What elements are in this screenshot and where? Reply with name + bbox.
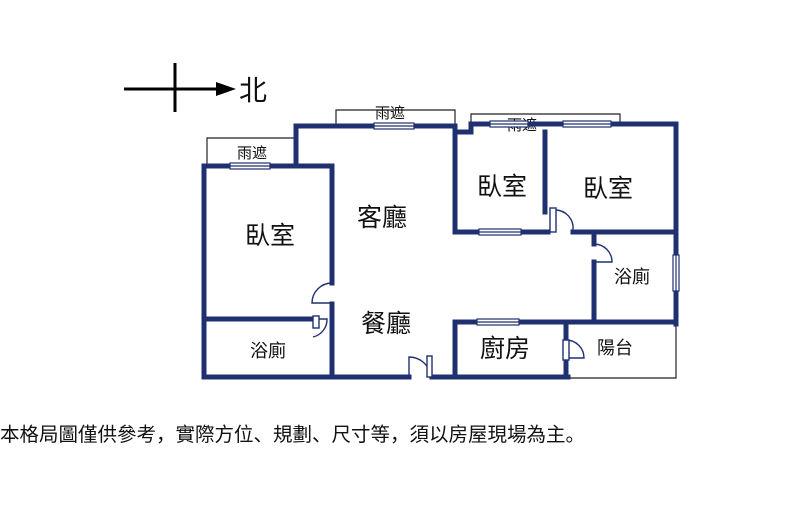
doors (311, 207, 613, 378)
door-mid-right-bedroom-panel (549, 207, 557, 233)
door-left-bath-panel (312, 315, 320, 329)
windows (229, 120, 680, 326)
room-labels: 臥室 客廳 臥室 臥室 餐廳 浴廁 浴廁 廚房 陽台 (245, 172, 650, 363)
room-label-living-room: 客廳 (357, 203, 407, 232)
disclaimer-text: 本格局圖僅供參考，實際方位、規劃、尺寸等，須以房屋現場為主。 (0, 423, 586, 446)
door-balcony-panel (562, 339, 570, 361)
north-arrow-icon (216, 82, 236, 96)
canopy-left-label: 雨遮 (237, 144, 267, 162)
room-label-balcony: 陽台 (597, 338, 633, 359)
room-label-bedroom-mid: 臥室 (477, 172, 527, 201)
canopy-center-label: 雨遮 (375, 104, 405, 122)
room-label-dining-room: 餐廳 (361, 309, 411, 338)
door-mid-right-bedroom (554, 209, 574, 231)
room-label-bedroom-left: 臥室 (245, 221, 295, 250)
room-label-bath-right: 浴廁 (614, 266, 650, 288)
room-label-kitchen: 廚房 (480, 334, 530, 363)
compass: 北 (124, 63, 267, 112)
door-entrance-panel (426, 355, 433, 378)
room-label-bedroom-right: 臥室 (583, 174, 633, 203)
canopies: 雨遮 雨遮 雨遮 (206, 104, 621, 167)
room-label-bath-left: 浴廁 (250, 340, 286, 362)
door-left-bedroom (311, 282, 333, 304)
canopy-center-outline (335, 109, 456, 126)
balcony-outline (568, 325, 677, 379)
wall-top-outer (293, 121, 679, 327)
door-right-bath (593, 243, 613, 263)
door-left-bath (312, 318, 328, 338)
north-label: 北 (239, 74, 267, 107)
